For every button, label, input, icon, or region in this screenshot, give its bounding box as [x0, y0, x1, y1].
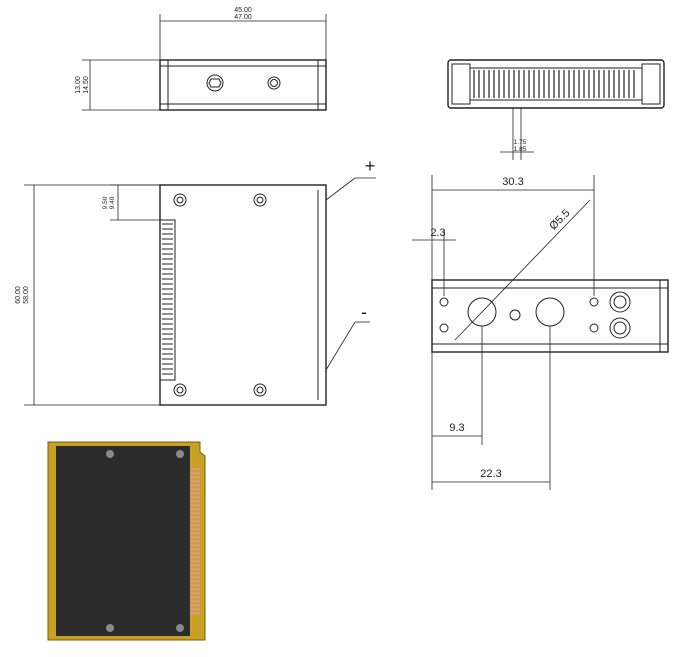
pcb-contact: [190, 496, 200, 499]
top-width-inner: 47.00: [234, 14, 252, 21]
pcb-contact: [190, 504, 200, 507]
pcb-contact: [190, 532, 200, 535]
pcb-contact: [190, 472, 200, 475]
screw-icon: [176, 450, 184, 458]
pcb-contact: [190, 612, 200, 615]
pcb-contact: [190, 604, 200, 607]
pcb-contact: [190, 556, 200, 559]
pcb-contact: [190, 540, 200, 543]
plus-terminal-label: +: [365, 156, 376, 176]
pcb-contact: [190, 528, 200, 531]
screw-icon: [173, 193, 187, 207]
pcb-contact: [190, 476, 200, 479]
terminal-socket-icon: [609, 291, 631, 313]
screw-icon: [106, 450, 114, 458]
top-port-hole: [206, 74, 224, 92]
screw-icon: [173, 383, 187, 397]
screw-icon: [106, 624, 114, 632]
pcb-contacts: [190, 468, 200, 615]
heatsink-fins: [473, 70, 635, 98]
pcb-contact: [190, 600, 200, 603]
front-view-body: [159, 184, 327, 406]
pcb-contact: [190, 544, 200, 547]
top-view-body: [159, 59, 327, 111]
pcb-contact: [190, 512, 200, 515]
top-view: 45.00 47.00 13.00 14.50: [75, 7, 327, 111]
side-view-body: [447, 59, 665, 109]
dim-left-hole: 9.3: [449, 422, 464, 434]
pcb-contact: [190, 508, 200, 511]
screw-icon: [253, 383, 267, 397]
pcb-contact: [190, 592, 200, 595]
pcb-contact: [190, 572, 200, 575]
pcb-contact: [190, 520, 200, 523]
dim-total-width: 30.3: [502, 176, 523, 188]
front-fins: [162, 223, 173, 375]
top-height-inner: 14.50: [83, 76, 90, 94]
pcb-contact: [190, 580, 200, 583]
side-gap-inner: 1.85: [514, 146, 527, 153]
front-offset-outer: 9.50: [102, 196, 109, 209]
pcb-contact: [190, 596, 200, 599]
pcb-contact: [190, 500, 200, 503]
hex-socket-icon: [208, 78, 222, 88]
pcb-contact: [190, 564, 200, 567]
front-offset-inner: 9.40: [109, 196, 116, 209]
pcb-contact: [190, 588, 200, 591]
pcb-contact: [190, 524, 200, 527]
pcb-contact: [190, 560, 200, 563]
pcb-contact: [190, 548, 200, 551]
screw-icon: [253, 193, 267, 207]
pcb-contact: [190, 552, 200, 555]
front-height-inner: 58.00: [23, 286, 30, 304]
dim-hole-diameter: Ø5.5: [547, 207, 572, 232]
top-width-outer: 45.00: [234, 7, 252, 14]
pcb-board: [56, 446, 190, 636]
pcb-contact: [190, 468, 200, 471]
front-height-outer: 60.00: [15, 286, 22, 304]
pcb-contact: [190, 492, 200, 495]
dim-right-hole: 22.3: [480, 468, 501, 480]
pcb-contact: [190, 480, 200, 483]
pcb-contact: [190, 516, 200, 519]
pcb-render: [47, 441, 206, 641]
side-view: 1.75 1.85: [447, 59, 665, 160]
top-screw-hole: [267, 76, 281, 90]
dim-edge-offset: 2.3: [430, 227, 445, 239]
pcb-contact: [190, 568, 200, 571]
front-view: + - 60.00 58.00 9.50 9.40: [15, 156, 376, 406]
pcb-contact: [190, 484, 200, 487]
pcb-contact: [190, 576, 200, 579]
pcb-contact: [190, 608, 200, 611]
pcb-contact: [190, 488, 200, 491]
minus-terminal-label: -: [361, 302, 367, 322]
pcb-contact: [190, 536, 200, 539]
terminal-socket-icon: [609, 317, 631, 339]
screw-icon: [176, 624, 184, 632]
top-height-outer: 13.00: [75, 76, 82, 94]
pcb-contact: [190, 584, 200, 587]
side-gap-outer: 1.75: [514, 139, 527, 146]
end-view: 30.3 2.3 Ø5.5 9.3 22.3: [412, 175, 669, 490]
